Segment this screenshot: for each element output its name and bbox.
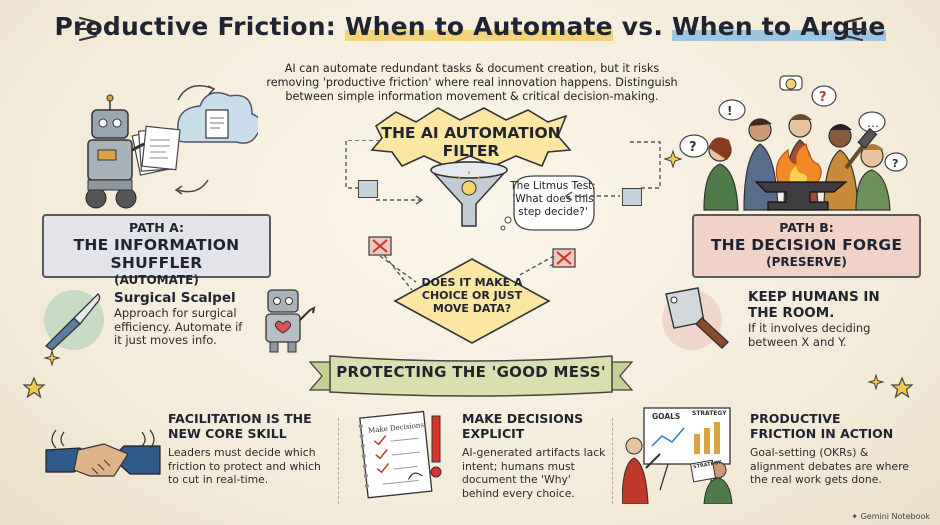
title-vs: vs.: [612, 12, 672, 41]
path-b-title: THE DECISION FORGE: [710, 236, 903, 254]
decision-diamond-shape: [393, 258, 551, 344]
star-left-icon: [22, 376, 46, 399]
path-b-action: (PRESERVE): [766, 255, 847, 269]
svg-text:…: …: [867, 116, 879, 130]
bottom-3-body: Goal-setting (OKRs) & alignment debates …: [750, 446, 909, 486]
divider-1: [338, 418, 340, 504]
path-b-body: If it involves deciding between X and Y.: [748, 321, 871, 349]
notebook-icon: [358, 410, 442, 499]
filter-title: THE AI AUTOMATION FILTER: [378, 124, 564, 160]
diamond-connectors: [379, 256, 555, 283]
input-box-left: [358, 180, 378, 198]
path-a-action: (AUTOMATE): [114, 273, 199, 287]
sparkle-bottom-right-icon: [868, 374, 884, 390]
litmus-test-text: The Litmus Test: 'What does this step de…: [510, 180, 596, 218]
intro-text: AI can automate redundant tasks & docume…: [266, 62, 678, 103]
title-part-1: Productive Friction:: [54, 12, 345, 41]
handshake-icon: [45, 429, 161, 477]
sparkle-logo-icon: ✦: [851, 512, 859, 521]
path-b-line-1: PATH B:: [779, 220, 834, 235]
title-automate: When to Automate: [344, 12, 613, 41]
svg-text:!: !: [727, 104, 732, 118]
path-a-heading: Surgical Scalpel: [114, 290, 236, 306]
bottom-3-heading: PRODUCTIVE FRICTION IN ACTION: [750, 411, 894, 441]
decision-forge-illustration: ? ! ? … ?: [679, 75, 908, 211]
board-goals-label: GOALS: [652, 412, 681, 421]
board-strategy-label: STRATEGY: [692, 410, 727, 417]
filter-title-burst-shape: [370, 107, 572, 168]
path-b-heading: KEEP HUMANS IN THE ROOM.: [748, 289, 880, 321]
reject-x-right-icon: [552, 248, 576, 268]
bottom-2-heading: MAKE DECISIONS EXPLICIT: [462, 411, 584, 441]
bottom-1-heading: FACILITATION IS THE NEW CORE SKILL: [168, 411, 312, 441]
filter-title-line-2: FILTER: [442, 142, 500, 160]
footer-text: Gemini Notebook: [860, 512, 930, 521]
path-b-label: PATH B: THE DECISION FORGE (PRESERVE): [692, 214, 921, 278]
path-a-line-1: PATH A:: [129, 220, 184, 235]
title-tick-left-icon: [75, 17, 97, 41]
banner-text: PROTECTING THE 'GOOD MESS': [336, 363, 606, 381]
sparkle-right-icon: [664, 150, 682, 168]
scalpel-icon: [44, 290, 104, 351]
svg-text:?: ?: [892, 157, 898, 170]
path-a-title: THE INFORMATION SHUFFLER: [73, 236, 240, 272]
small-robot-heart-illustration: [265, 289, 316, 353]
filter-title-line-1: THE AI AUTOMATION: [381, 124, 561, 142]
path-a-label: PATH A: THE INFORMATION SHUFFLER (AUTOMA…: [42, 214, 271, 287]
bottom-2-body: AI-generated artifacts lack intent; huma…: [462, 446, 606, 500]
path-a-body: Approach for surgical efficiency. Automa…: [114, 306, 243, 347]
banner-ribbon-shape: [308, 355, 634, 397]
footer-brand: ✦ Gemini Notebook: [851, 512, 930, 521]
strategy-board-illustration: [622, 407, 733, 504]
sparkle-bottom-left-icon: [44, 350, 60, 366]
funnel-icon: [430, 161, 508, 227]
robot-paper-shuffler-illustration: [85, 85, 258, 209]
svg-text:?: ?: [819, 90, 827, 105]
svg-text:?: ?: [689, 140, 697, 155]
page-title: Productive Friction: When to Automate vs…: [0, 12, 940, 41]
litmus-thought-bubble: [500, 175, 595, 231]
cleaver-icon: [662, 287, 730, 350]
decision-question: DOES IT MAKE A CHOICE OR JUST MOVE DATA?: [421, 276, 523, 315]
input-box-right: [622, 188, 642, 206]
reject-x-left-icon: [368, 236, 392, 256]
divider-2: [612, 418, 614, 504]
star-right-icon: [890, 376, 914, 399]
title-tick-right-icon: [845, 17, 867, 41]
bottom-1-body: Leaders must decide which friction to pr…: [168, 446, 321, 486]
